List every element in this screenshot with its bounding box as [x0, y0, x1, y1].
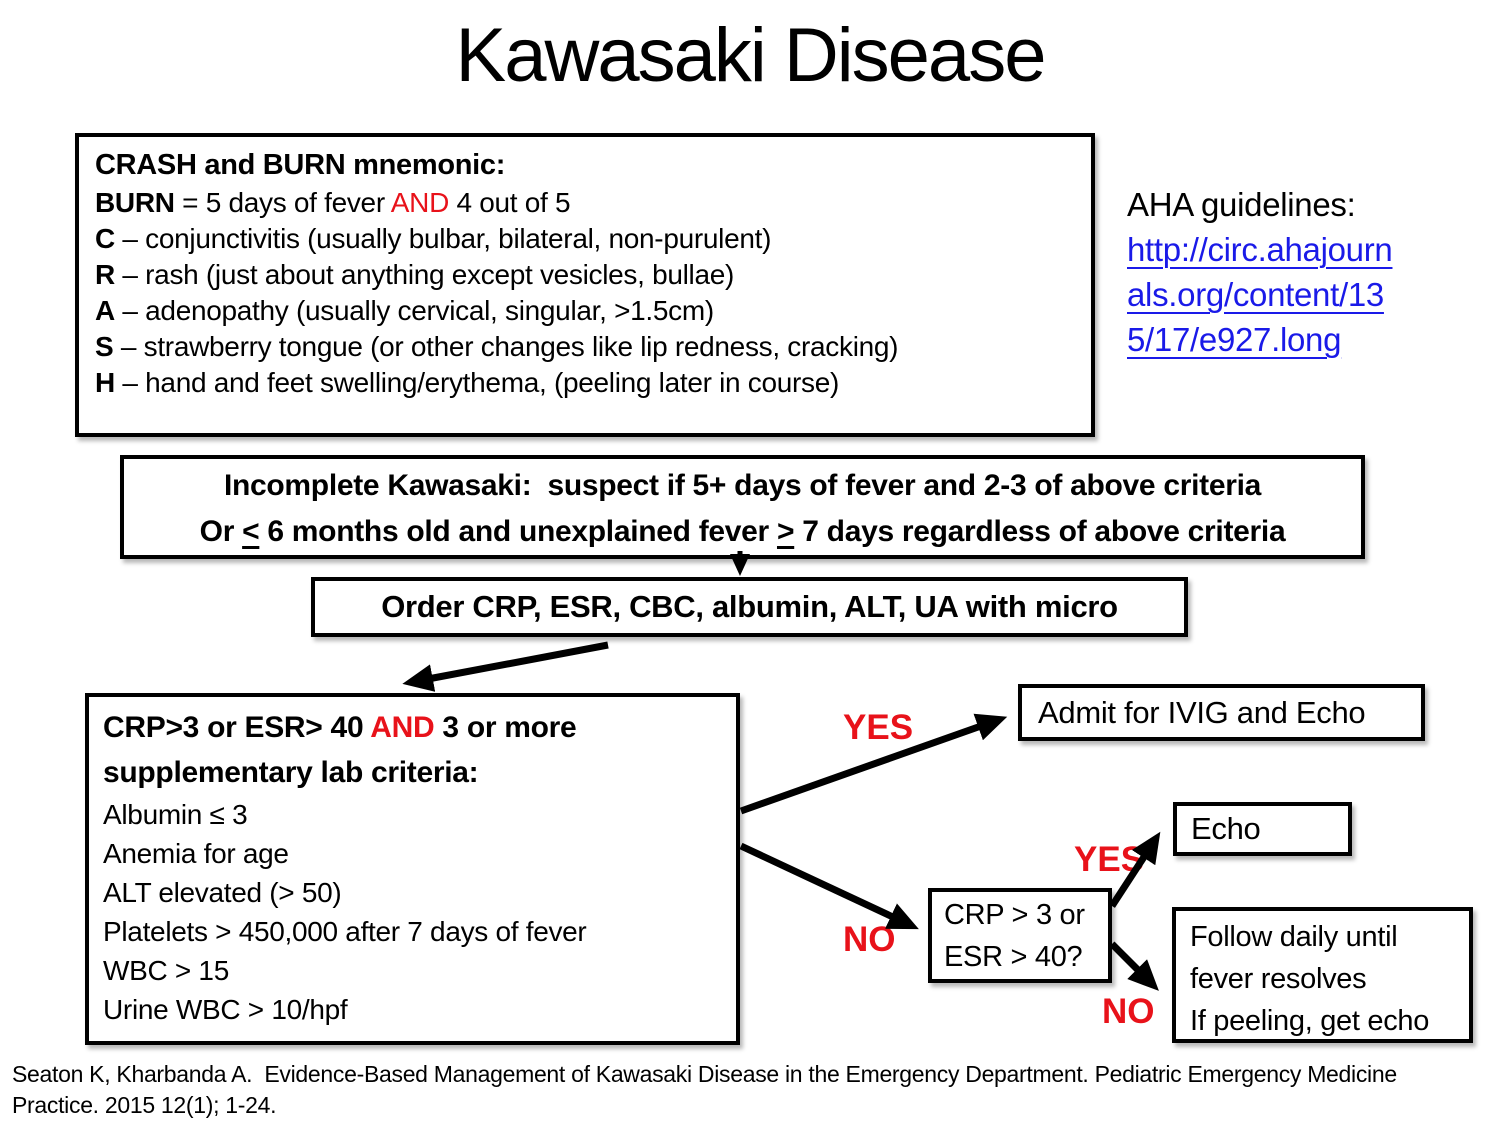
echo-box: Echo	[1173, 802, 1352, 856]
crash-letter: S	[95, 331, 114, 362]
decision-line: ESR > 40?	[944, 940, 1083, 973]
crash-letter: R	[95, 259, 115, 290]
follow-line: Follow daily until	[1190, 921, 1398, 953]
admit-ivig-echo-text: Admit for IVIG and Echo	[1038, 694, 1366, 730]
yes-label-crp-esr: YES	[1074, 840, 1145, 879]
order-labs-text: Order CRP, ESR, CBC, albumin, ALT, UA wi…	[381, 589, 1118, 624]
crash-letter: A	[95, 295, 115, 326]
crash-burn-mnemonic-box: CRASH and BURN mnemonic: BURN = 5 days o…	[75, 133, 1095, 437]
crash-letter: H	[95, 367, 115, 398]
burn-text-tail: 4 out of 5	[449, 187, 571, 218]
lab-criteria-item: WBC > 15	[103, 955, 229, 986]
crash-item-text: – strawberry tongue (or other changes li…	[113, 331, 899, 362]
lab-criteria-item: Urine WBC > 10/hpf	[103, 994, 348, 1025]
burn-text: = 5 days of fever	[174, 187, 391, 218]
incomplete-line-2-text: 7 days regardless of above criteria	[794, 515, 1286, 548]
aha-guidelines-link[interactable]: http://circ.ahajourn als.org/content/13 5/…	[1127, 227, 1462, 362]
lab-criteria-item: Anemia for age	[103, 838, 289, 869]
lab-criteria-item: ALT elevated (> 50)	[103, 877, 342, 908]
aha-guidelines: AHA guidelines: http://circ.ahajourn als.…	[1127, 182, 1462, 362]
echo-text: Echo	[1191, 811, 1261, 846]
lab-criteria-item: Platelets > 450,000 after 7 days of feve…	[103, 916, 587, 947]
lab-criteria-item: Albumin ≤ 3	[103, 799, 248, 830]
arrow-order-to-lab	[402, 641, 609, 692]
crash-item-text: – rash (just about anything except vesic…	[114, 259, 735, 290]
lab-criteria-box: CRP>3 or ESR> 40 AND 3 or more supplemen…	[85, 693, 740, 1045]
aha-link-line: als.org/content/13	[1127, 276, 1384, 313]
lab-heading-and-word: AND	[370, 711, 435, 744]
crash-item-a: A – adenopathy (usually cervical, singul…	[95, 293, 1075, 329]
follow-line: If peeling, get echo	[1190, 1005, 1430, 1037]
incomplete-line-2-text: Or	[199, 515, 243, 548]
follow-line: fever resolves	[1190, 963, 1367, 995]
slide-title: Kawasaki Disease	[455, 13, 1047, 98]
crp-esr-decision-box: CRP > 3 or ESR > 40?	[928, 888, 1112, 983]
admit-ivig-echo-box: Admit for IVIG and Echo	[1018, 684, 1425, 741]
incomplete-kawasaki-box: Incomplete Kawasaki: suspect if 5+ days …	[120, 455, 1365, 559]
citation: Seaton K, Kharbanda A. Evidence-Based Ma…	[12, 1059, 1482, 1121]
lab-criteria-heading: CRP>3 or ESR> 40 AND 3 or more supplemen…	[103, 705, 722, 795]
less-equal-symbol: <	[242, 515, 260, 548]
crash-item-text: – adenopathy (usually cervical, singular…	[114, 295, 714, 326]
incomplete-line-2: Or < 6 months old and unexplained fever …	[124, 509, 1361, 555]
citation-line-1: Seaton K, Kharbanda A. Evidence-Based Ma…	[12, 1061, 1397, 1087]
aha-guidelines-label: AHA guidelines:	[1127, 186, 1356, 223]
crash-item-text: – hand and feet swelling/erythema, (peel…	[114, 367, 840, 398]
burn-word: BURN	[95, 187, 175, 218]
incomplete-line-2-text: 6 months old and unexplained fever	[259, 515, 777, 548]
aha-link-line: http://circ.ahajourn	[1127, 231, 1393, 268]
arrow-lab-no-to-decision	[739, 842, 919, 930]
yes-label-lab-criteria: YES	[843, 708, 914, 747]
no-label-crp-esr: NO	[1102, 992, 1155, 1031]
crash-item-c: C – conjunctivitis (usually bulbar, bila…	[95, 221, 1075, 257]
crash-letter: C	[95, 223, 115, 254]
crash-item-r: R – rash (just about anything except ves…	[95, 257, 1075, 293]
burn-and-word: AND	[390, 187, 450, 218]
crash-heading: CRASH and BURN mnemonic:	[95, 149, 506, 181]
lab-heading-text: CRP>3 or ESR> 40	[103, 711, 371, 744]
incomplete-line-1: Incomplete Kawasaki: suspect if 5+ days …	[223, 469, 1262, 502]
decision-line: CRP > 3 or	[944, 898, 1085, 931]
crash-item-s: S – strawberry tongue (or other changes …	[95, 329, 1075, 365]
burn-definition-line: BURN = 5 days of fever AND 4 out of 5	[95, 185, 1075, 221]
lab-heading-text-tail: 3 or more supplementary lab criteria:	[103, 711, 577, 789]
greater-equal-symbol: >	[776, 515, 795, 548]
order-labs-box: Order CRP, ESR, CBC, albumin, ALT, UA wi…	[311, 577, 1188, 637]
citation-line-2: Practice. 2015 12(1); 1-24.	[12, 1092, 277, 1118]
crash-item-h: H – hand and feet swelling/erythema, (pe…	[95, 365, 1075, 401]
arrow-decision-no-to-follow	[1109, 941, 1159, 991]
aha-link-line: 5/17/e927.long	[1127, 321, 1342, 358]
no-label-lab-criteria: NO	[843, 920, 896, 959]
follow-daily-box: Follow daily until fever resolves If pee…	[1172, 907, 1473, 1043]
crash-item-text: – conjunctivitis (usually bulbar, bilate…	[114, 223, 772, 254]
